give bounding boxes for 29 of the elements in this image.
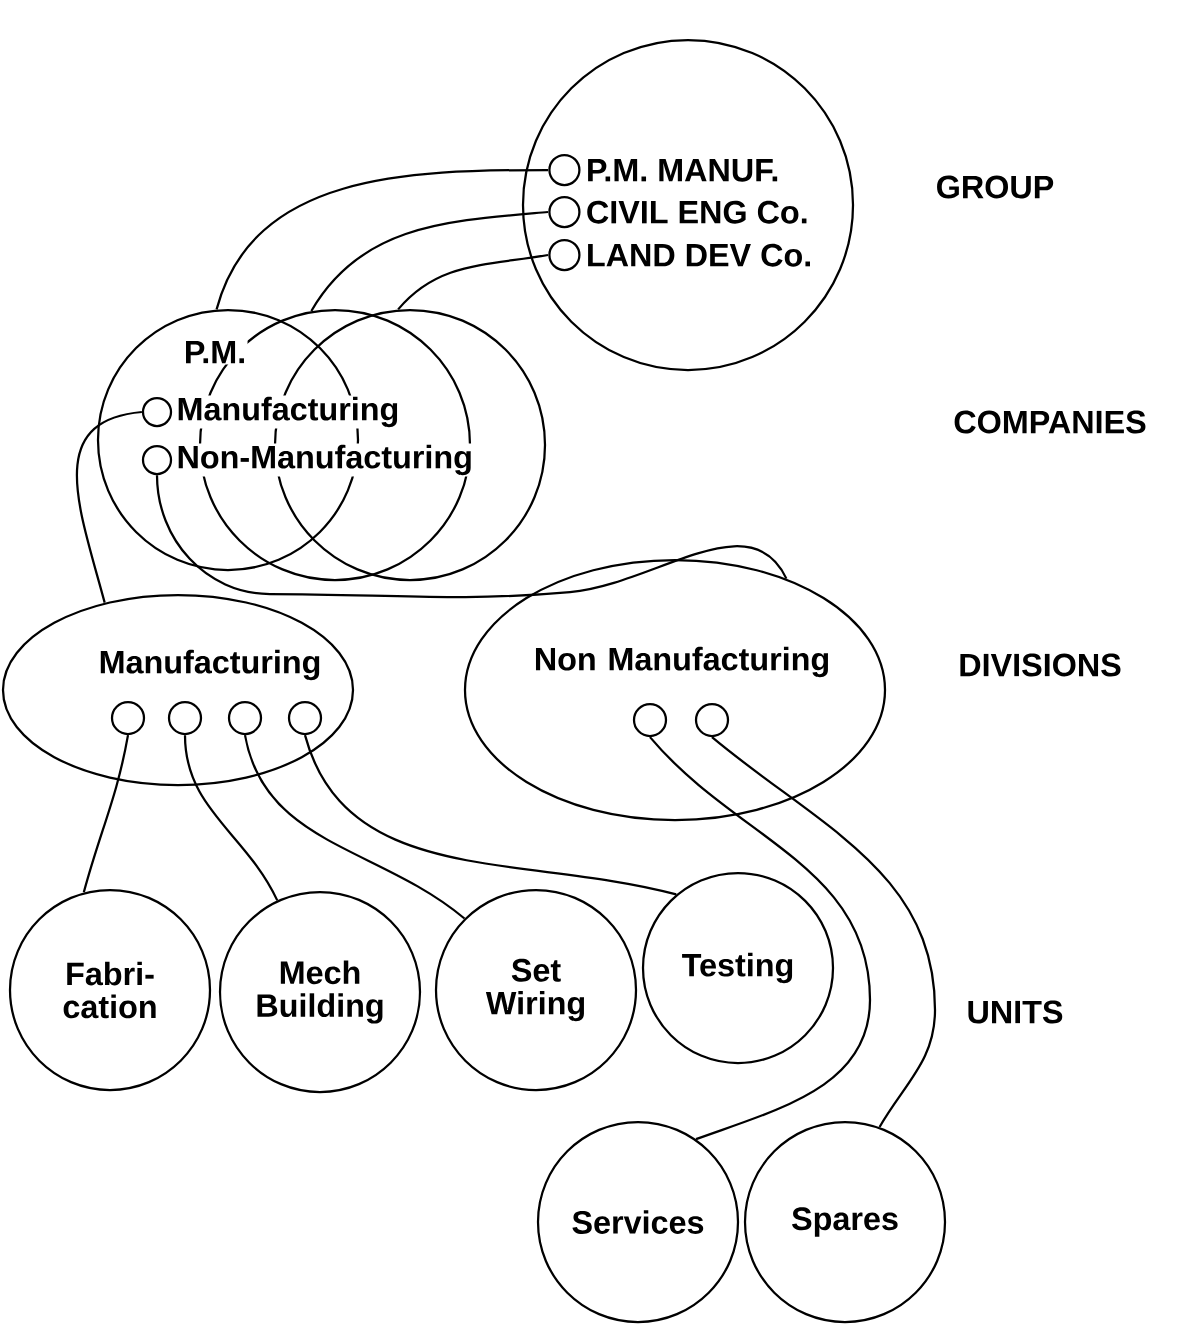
level-label: COMPANIES (951, 409, 1149, 435)
port-circle (694, 702, 730, 738)
port-circle (141, 396, 173, 428)
level-label: DIVISIONS (956, 652, 1124, 678)
connector-line (243, 734, 466, 920)
connector-line (183, 735, 279, 901)
port-label: Non-Manufacturing (175, 443, 475, 477)
connector-line (303, 734, 677, 896)
port-circle (287, 700, 323, 736)
port-label: Manufacturing (175, 395, 401, 429)
port-circle (632, 702, 668, 738)
port-label: P.M. MANUF. (548, 153, 780, 187)
connector-line (649, 736, 872, 1141)
connector-line (155, 475, 788, 599)
port-circle (167, 700, 203, 736)
connector-line (397, 253, 549, 311)
port-circle (227, 700, 263, 736)
port-label: LAND DEV Co. (548, 238, 813, 272)
connector-line (75, 410, 143, 603)
connector-line (711, 736, 937, 1128)
level-label: GROUP (934, 174, 1056, 200)
port-circle (110, 700, 146, 736)
port-label: CIVIL ENG Co. (548, 195, 809, 229)
port-circle (141, 444, 173, 476)
group-circle (521, 38, 855, 372)
connector-line (82, 734, 130, 893)
connector-line (310, 210, 549, 312)
connector-line (215, 168, 548, 310)
level-label: UNITS (965, 999, 1065, 1025)
